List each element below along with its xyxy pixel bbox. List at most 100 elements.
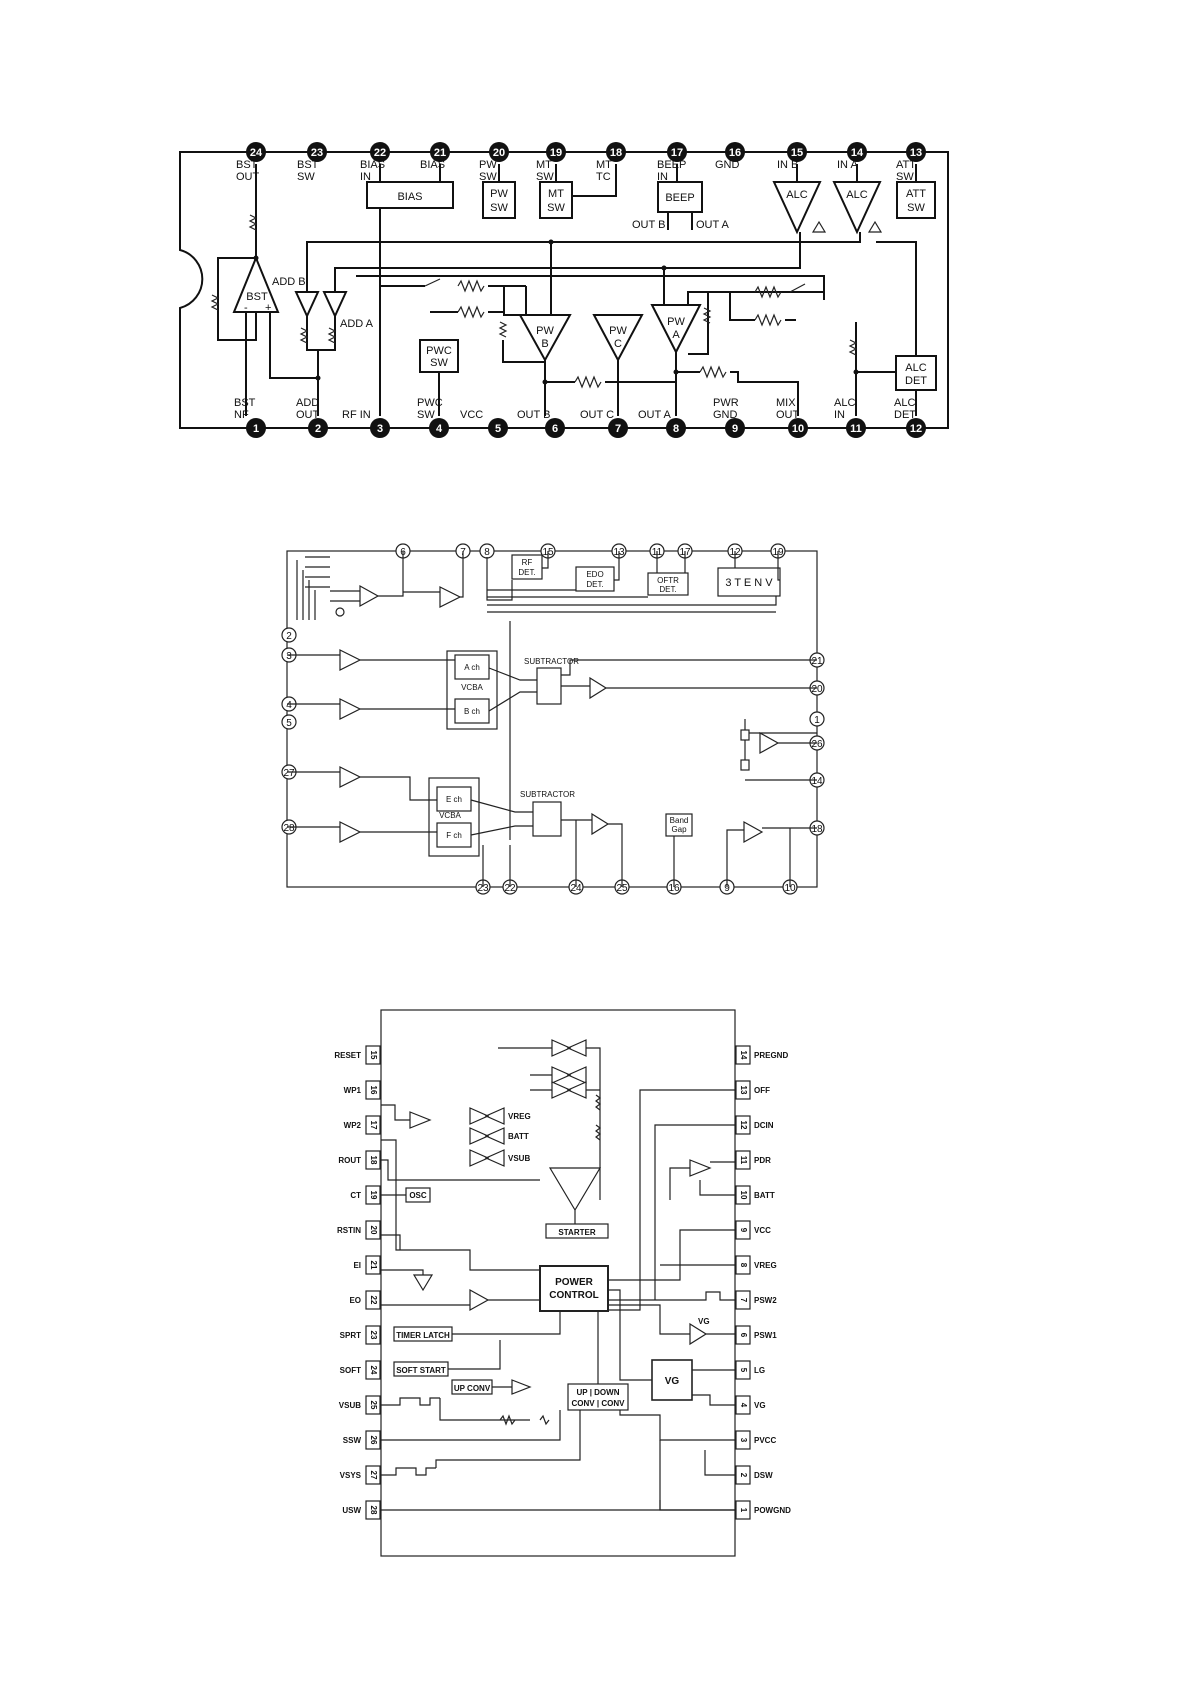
d3-pin-number: 14 (739, 1051, 748, 1060)
d2-opamp (759, 731, 780, 755)
d3-wire (608, 1289, 652, 1381)
d1-bottom-pin-label: PWC (417, 397, 443, 409)
d2-bandgap-label1: Band (670, 816, 689, 825)
d1-top-pin-number: 23 (311, 147, 323, 159)
d2-opamp-a (339, 649, 362, 671)
d3-pin-label: VCC (754, 1226, 771, 1235)
d1-junction (315, 375, 321, 381)
d3-pin-number: 17 (369, 1121, 378, 1130)
d3-right-pin-3 (735, 1430, 751, 1450)
d2-subtractor-2-label: SUBTRACTOR (520, 790, 575, 799)
d1-bottom-pin-label: VCC (460, 409, 483, 421)
d3-soft-start-label: SOFT START (396, 1366, 446, 1375)
d2-opamp (591, 812, 610, 836)
d3-right-pin-13 (735, 1080, 751, 1100)
d1-bottom-pin-label: OUT C (580, 409, 614, 421)
d1-bottom-pin-1 (246, 418, 266, 438)
d3-timer-latch-label: TIMER LATCH (396, 1331, 450, 1340)
d2-pin-number: 27 (283, 768, 295, 779)
d1-bottom-pin-8 (666, 418, 686, 438)
d1-top-pin-label: IN (657, 171, 668, 183)
d3-pin-label: OFF (754, 1086, 770, 1095)
d3-wire (692, 1369, 735, 1406)
d1-wire (572, 164, 617, 197)
d3-switch-vreg (469, 1107, 505, 1125)
d2-pin-number: 4 (286, 700, 292, 711)
d1-att-sw-block (896, 181, 936, 219)
d1-wire (356, 275, 825, 300)
d2-wire (487, 596, 777, 606)
d3-right-pin-2 (735, 1465, 751, 1485)
d2-fch-label: F ch (446, 831, 462, 840)
d1-wire (502, 340, 545, 363)
d1-top-pin-23 (307, 142, 327, 162)
d1-resistor (498, 321, 508, 338)
d3-wire (439, 1398, 550, 1426)
d1-alc-a-label: ALC (846, 189, 867, 201)
d1-resistor (848, 339, 858, 356)
d3-pin-number: 2 (739, 1473, 748, 1478)
d1-ref-marker (811, 220, 827, 233)
d3-wire (659, 1500, 735, 1511)
d3-pins: 15RESET16WP117WP218ROUT19CT20RSTIN21EI22… (334, 1045, 791, 1520)
d1-top-pin-label: BIAS (420, 159, 445, 171)
d1-bottom-pin-label: OUT (296, 409, 320, 421)
d3-left-pin-20 (365, 1220, 381, 1240)
d1-top-pin-number: 22 (374, 147, 386, 159)
d1-top-pin-label: IN A (837, 159, 858, 171)
d3-left-pin-21 (365, 1255, 381, 1275)
d3-left-pin-19 (365, 1185, 381, 1205)
d1-resistor (754, 285, 782, 299)
d3-pin-label: LG (754, 1366, 765, 1375)
d1-junction (548, 239, 554, 245)
d3-error-amp (548, 1167, 602, 1212)
d2-right-pin-1 (809, 711, 825, 727)
d1-pw-b-amp (518, 314, 572, 363)
d3-right-pin-6 (735, 1325, 751, 1345)
d1-pw-sw-block (482, 181, 516, 219)
d1-wire (317, 316, 336, 416)
d2-pin-number: 9 (724, 883, 730, 894)
d1-resistor (299, 327, 309, 344)
d3-wire (435, 1410, 581, 1468)
d1-bottom-pin-11 (846, 418, 866, 438)
d2-3tenv-label: 3 T E N V (725, 577, 773, 589)
d1-resistor (754, 313, 782, 327)
d3-ic-outline (380, 1009, 736, 1557)
d2-subtractor-1 (536, 667, 562, 705)
d3-wire (381, 1139, 540, 1271)
d2-3tenv-block (717, 567, 781, 597)
d3-pin-label: SOFT (340, 1366, 361, 1375)
d1-top-pin-number: 18 (610, 147, 622, 159)
d3-pin-number: 10 (739, 1191, 748, 1200)
d1-bottom-pin-label: ALC (834, 397, 855, 409)
d2-ach-label: A ch (464, 663, 480, 672)
d2-wire (403, 551, 464, 598)
d3-wire (381, 1104, 410, 1121)
d2-left-pin-5 (281, 714, 297, 730)
d3-pin-label: WP2 (344, 1121, 362, 1130)
d2-pin-number: 24 (570, 883, 582, 894)
d1-pw-a-label1: PW (667, 316, 685, 328)
d3-pin-label: SPRT (340, 1331, 361, 1340)
d1-bottom-pin-label: IN (834, 409, 845, 421)
d3-pin-label: PSW2 (754, 1296, 777, 1305)
d3-vsub-label: VSUB (508, 1154, 530, 1163)
d1-att-sw-label2: SW (907, 202, 925, 214)
d1-bias-block (366, 181, 454, 209)
d3-wire (530, 1074, 600, 1091)
d2-pin-number: 1 (814, 715, 820, 726)
d3-left-pin-15 (365, 1045, 381, 1065)
d1-top-pin-number: 19 (550, 147, 562, 159)
d1-pwc-sw-label1: PWC (426, 345, 452, 357)
d3-wire (619, 1410, 735, 1441)
d3-power-control-label1: POWER (555, 1277, 594, 1288)
d1-top-pin-label: MT (536, 159, 552, 171)
d2-pin-number: 25 (616, 883, 628, 894)
d1-ref-marker (867, 220, 883, 233)
d2-edo-det-label1: EDO (586, 570, 603, 579)
d1-bottom-pin-label: OUT B (517, 409, 550, 421)
d1-bias-label: BIAS (397, 191, 422, 203)
d2-pin-number: 21 (811, 656, 823, 667)
